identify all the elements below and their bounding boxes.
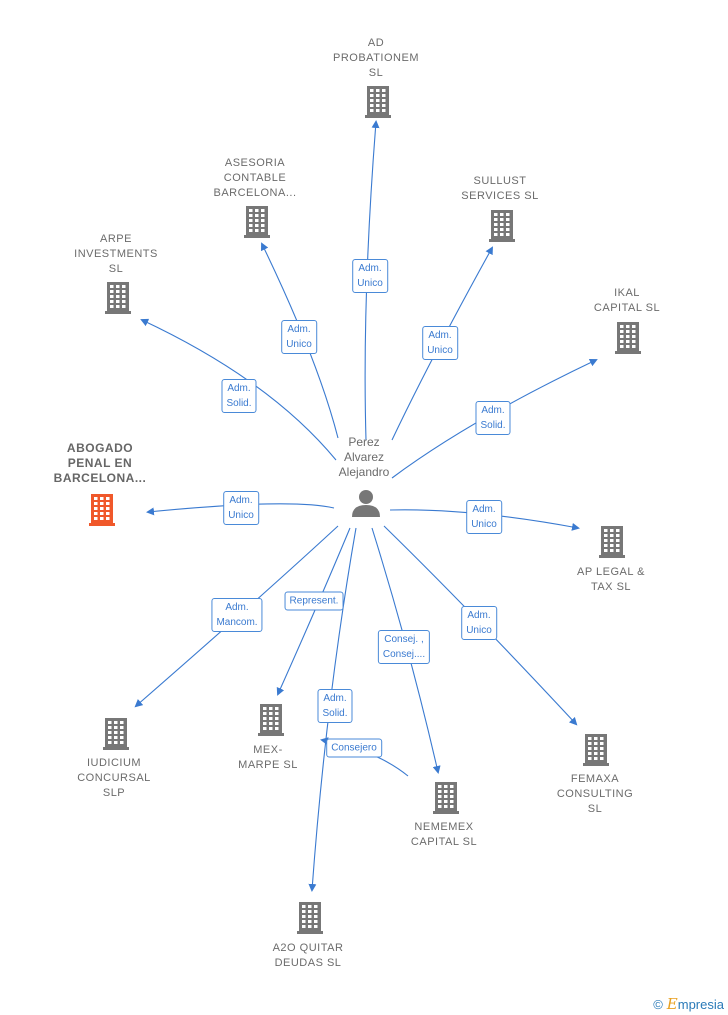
relation-label-arpe[interactable]: Adm. Solid. <box>221 379 257 413</box>
building-icon-femaxa[interactable] <box>583 734 609 766</box>
company-label-aplegal[interactable]: AP LEGAL & TAX SL <box>577 566 645 593</box>
edge-abogado <box>146 503 335 516</box>
company-label-abogado[interactable]: ABOGADO PENAL EN BARCELONA... <box>53 441 147 485</box>
relation-label-asesoria[interactable]: Adm. Unico <box>281 320 317 354</box>
relation-label-ad[interactable]: Adm. Unico <box>352 259 388 293</box>
brand-initial: E <box>666 995 678 1013</box>
company-label-arpe[interactable]: ARPE INVESTMENTS SL <box>74 233 158 275</box>
person-icon[interactable] <box>352 490 380 517</box>
building-icon-asesoria[interactable] <box>244 206 270 238</box>
building-icon-abogado[interactable] <box>89 494 115 526</box>
building-icon-nememex[interactable] <box>433 782 459 814</box>
relation-label-nememex-mexmarpe[interactable]: Consejero <box>326 738 382 758</box>
building-icon-sullust[interactable] <box>489 210 515 242</box>
relation-label-nememex[interactable]: Consej. , Consej.... <box>377 630 431 664</box>
relation-label-ikal[interactable]: Adm. Solid. <box>475 401 511 435</box>
building-icon-a2o[interactable] <box>297 902 323 934</box>
relation-label-aplegal[interactable]: Adm. Unico <box>466 500 502 534</box>
relation-label-femaxa[interactable]: Adm. Unico <box>461 606 497 640</box>
company-label-a2o[interactable]: A2O QUITAR DEUDAS SL <box>272 942 344 969</box>
edge-mexmarpe <box>276 527 351 696</box>
relation-label-abogado[interactable]: Adm. Unico <box>223 491 259 525</box>
building-icon-ad[interactable] <box>365 86 391 118</box>
company-label-asesoria[interactable]: ASESORIA CONTABLE BARCELONA... <box>213 157 297 199</box>
company-label-femaxa[interactable]: FEMAXA CONSULTING SL <box>556 773 634 815</box>
company-label-nememex[interactable]: NEMEMEX CAPITAL SL <box>410 821 478 848</box>
company-label-ad[interactable]: AD PROBATIONEM SL <box>333 37 419 79</box>
brand-name: mpresia <box>677 997 724 1012</box>
building-icon-iudicium[interactable] <box>103 718 129 750</box>
building-icon-mexmarpe[interactable] <box>258 704 284 736</box>
company-label-sullust[interactable]: SULLUST SERVICES SL <box>461 175 539 202</box>
building-icon-ikal[interactable] <box>615 322 641 354</box>
relation-label-a2o[interactable]: Adm. Solid. <box>317 689 353 723</box>
relation-label-mexmarpe[interactable]: Represent. <box>284 591 344 611</box>
node-icons <box>89 86 641 934</box>
company-label-mexmarpe[interactable]: MEX- MARPE SL <box>238 744 298 771</box>
person-name-label[interactable]: Perez Alvarez Alejandro <box>338 435 390 479</box>
company-label-ikal[interactable]: IKAL CAPITAL SL <box>593 287 661 314</box>
relation-label-sullust[interactable]: Adm. Unico <box>422 326 458 360</box>
copyright-symbol: © <box>653 997 663 1012</box>
building-icon-arpe[interactable] <box>105 282 131 314</box>
company-label-iudicium[interactable]: IUDICIUM CONCURSAL SLP <box>77 757 151 799</box>
brand-watermark: ©Empresia <box>653 995 724 1013</box>
building-icon-aplegal[interactable] <box>599 526 625 558</box>
relation-label-iudicium[interactable]: Adm. Mancom. <box>211 598 263 632</box>
